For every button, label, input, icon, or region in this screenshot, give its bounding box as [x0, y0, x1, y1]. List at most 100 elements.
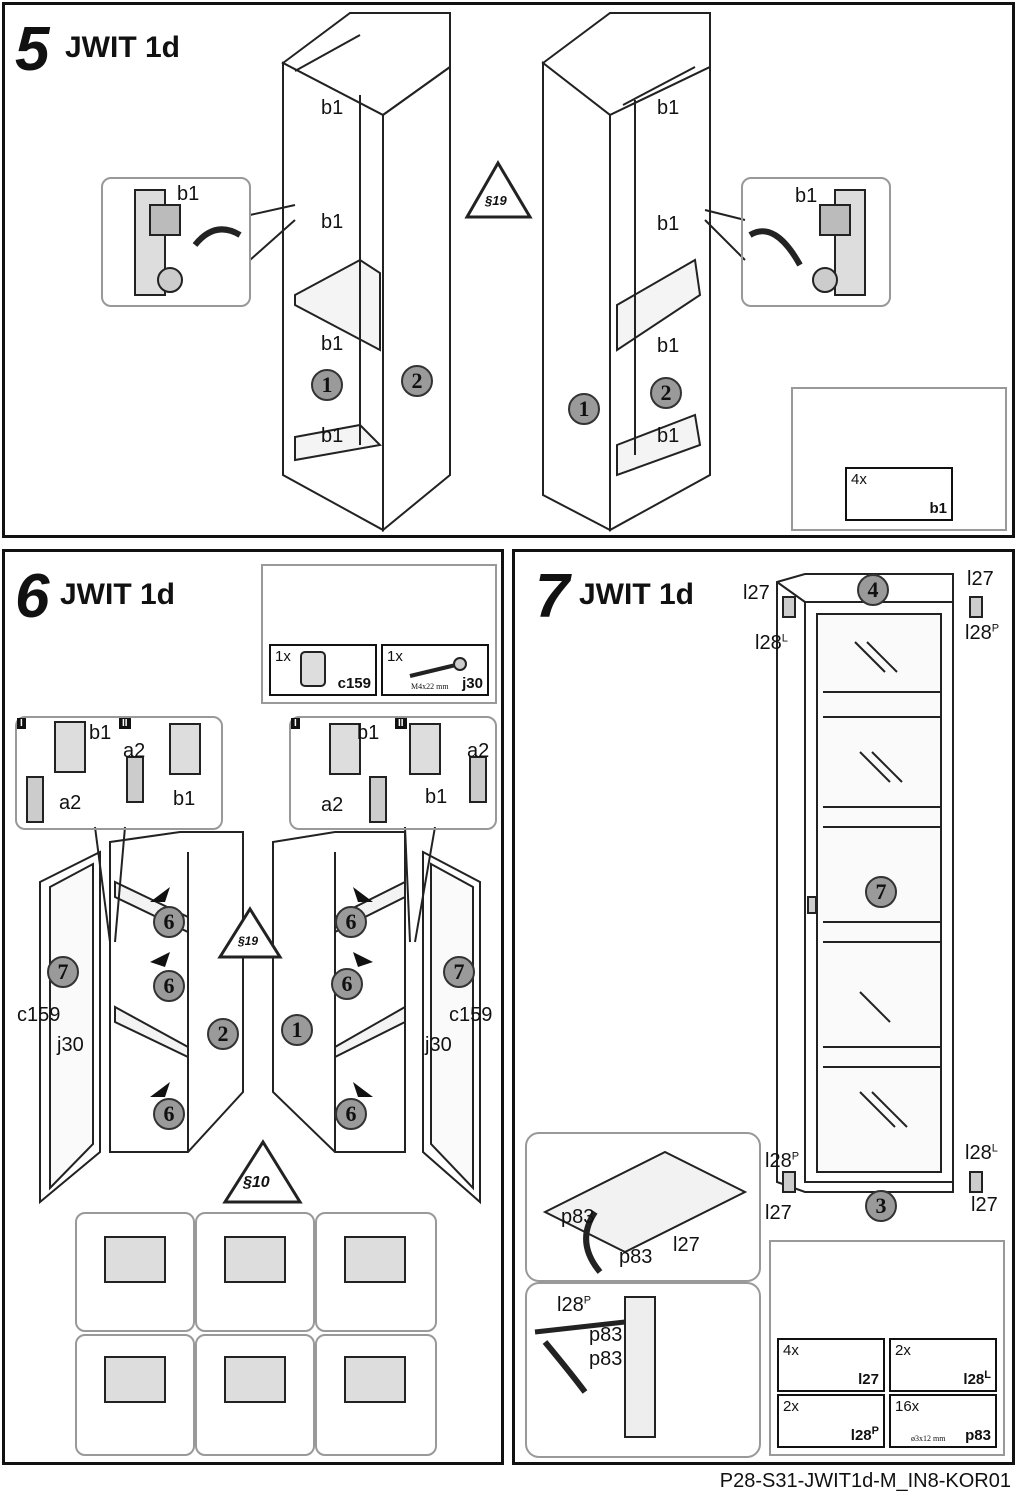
label-l28: l28	[965, 1142, 992, 1164]
kit-code: p83	[965, 1427, 991, 1444]
step-label-I: I	[291, 718, 300, 729]
kit-item-p83: 16x p83 ø3x12 mm	[889, 1394, 997, 1448]
label-l27: l27	[743, 582, 770, 604]
step-7-panel: 7 JWIT 1d	[512, 549, 1015, 1465]
label-l28-P: l28P	[557, 1294, 591, 1317]
hinge-label: b1	[321, 97, 344, 119]
label-b1: b1	[425, 786, 448, 808]
adjust-step	[315, 1334, 437, 1456]
kit-dim: M4x22 mm	[411, 682, 449, 691]
step-number: 7	[535, 562, 570, 631]
hinge-detail-left	[101, 177, 251, 307]
kit-qty: 4x	[851, 471, 867, 488]
label-l28: l28	[557, 1294, 584, 1316]
bottom-detail-1	[525, 1132, 761, 1282]
kit-qty: 16x	[895, 1398, 920, 1415]
label-l28-L: l28L	[965, 1142, 998, 1165]
step-5-drawing	[134, 12, 926, 533]
hinge-detail-right	[289, 716, 497, 830]
step-6-marker: 6	[335, 1098, 367, 1130]
step-label-II: II	[395, 718, 407, 729]
hinge-detail-right	[741, 177, 891, 307]
label-j30: j30	[425, 1034, 452, 1056]
kit-qty: 2x	[783, 1398, 799, 1415]
label-c159: c159	[17, 1004, 61, 1026]
label-l27: l27	[765, 1202, 792, 1224]
kit-item: 4x b1	[845, 467, 953, 521]
step-6-marker: 6	[153, 906, 185, 938]
kit-qty: 2x	[895, 1342, 911, 1359]
label-a2: a2	[59, 792, 82, 814]
step-6-panel: 6 JWIT 1d 1x c159 1x j30 M4x22 mm	[2, 549, 504, 1465]
warning-code: §10	[243, 1174, 270, 1191]
part-1-marker: 1	[568, 393, 600, 425]
hinge-label: b1	[321, 425, 344, 447]
label-p83: p83	[589, 1348, 623, 1370]
kit-code: l28P	[851, 1425, 879, 1444]
warning-code: §19	[238, 934, 259, 948]
sup-L: L	[781, 632, 788, 645]
label-l28-L: l28L	[755, 632, 788, 655]
kit-item-l28L: 2x l28L	[889, 1338, 997, 1392]
kit-code: j30	[462, 675, 483, 692]
step-number: 5	[15, 15, 50, 84]
step-title: JWIT 1d	[60, 578, 176, 611]
hinge-label: b1	[321, 333, 344, 355]
hinge-label: b1	[657, 425, 680, 447]
label-c159: c159	[449, 1004, 493, 1026]
kit-code: l28L	[963, 1369, 991, 1388]
label-j30: j30	[57, 1034, 84, 1056]
kit-code: l27	[858, 1371, 879, 1388]
label-b1: b1	[89, 722, 112, 744]
label-b1: b1	[173, 788, 196, 810]
step-label-II: II	[119, 718, 131, 729]
adjust-step	[195, 1212, 315, 1332]
label-l28: l28	[765, 1150, 792, 1172]
step-title: JWIT 1d	[579, 578, 695, 611]
step-6-marker: 6	[331, 968, 363, 1000]
label-a2: a2	[321, 794, 344, 816]
kit-code-text: l28	[850, 1427, 872, 1444]
label-l28-P: l28P	[965, 622, 999, 645]
kit-code-text: l28	[963, 1371, 985, 1388]
step-number: 6	[15, 562, 50, 631]
part-4-marker: 4	[857, 574, 889, 606]
step-6-marker: 6	[153, 970, 185, 1002]
hinge-label: b1	[177, 183, 200, 205]
kit-qty: 1x	[275, 648, 291, 665]
hinge-label: b1	[657, 213, 680, 235]
part-1-marker: 1	[311, 369, 343, 401]
label-b1: b1	[357, 722, 380, 744]
step-label-I: I	[17, 718, 26, 729]
step-5-panel: 5 JWIT 1d	[2, 2, 1015, 538]
label-l27: l27	[673, 1234, 700, 1256]
part-2-marker: 2	[650, 377, 682, 409]
kit-dim: ø3x12 mm	[911, 1434, 946, 1443]
hinge-label: b1	[657, 97, 680, 119]
adjust-step	[315, 1212, 437, 1332]
warning-code: §19	[485, 193, 507, 208]
label-p83: p83	[589, 1324, 623, 1346]
kit-item-l28P: 2x l28P	[777, 1394, 885, 1448]
sup-P: P	[791, 1150, 800, 1163]
hinge-label: b1	[657, 335, 680, 357]
label-l28: l28	[755, 632, 782, 654]
hinge-label: b1	[795, 185, 818, 207]
sup-L: L	[991, 1142, 998, 1155]
adjust-step	[75, 1334, 195, 1456]
label-l27: l27	[967, 568, 994, 590]
label-l27: l27	[971, 1194, 998, 1216]
adjust-step	[195, 1334, 315, 1456]
part-1-marker: 1	[281, 1014, 313, 1046]
part-3-marker: 3	[865, 1190, 897, 1222]
kit-code: b1	[929, 500, 947, 517]
kit-qty: 1x	[387, 648, 403, 665]
hinge-detail-left	[15, 716, 223, 830]
part-2-marker: 2	[401, 365, 433, 397]
step-6-marker: 6	[335, 906, 367, 938]
part-7-marker: 7	[47, 956, 79, 988]
kit-qty: 4x	[783, 1342, 799, 1359]
part-7-marker: 7	[443, 956, 475, 988]
label-p83: p83	[619, 1246, 653, 1268]
adjust-step	[75, 1212, 195, 1332]
